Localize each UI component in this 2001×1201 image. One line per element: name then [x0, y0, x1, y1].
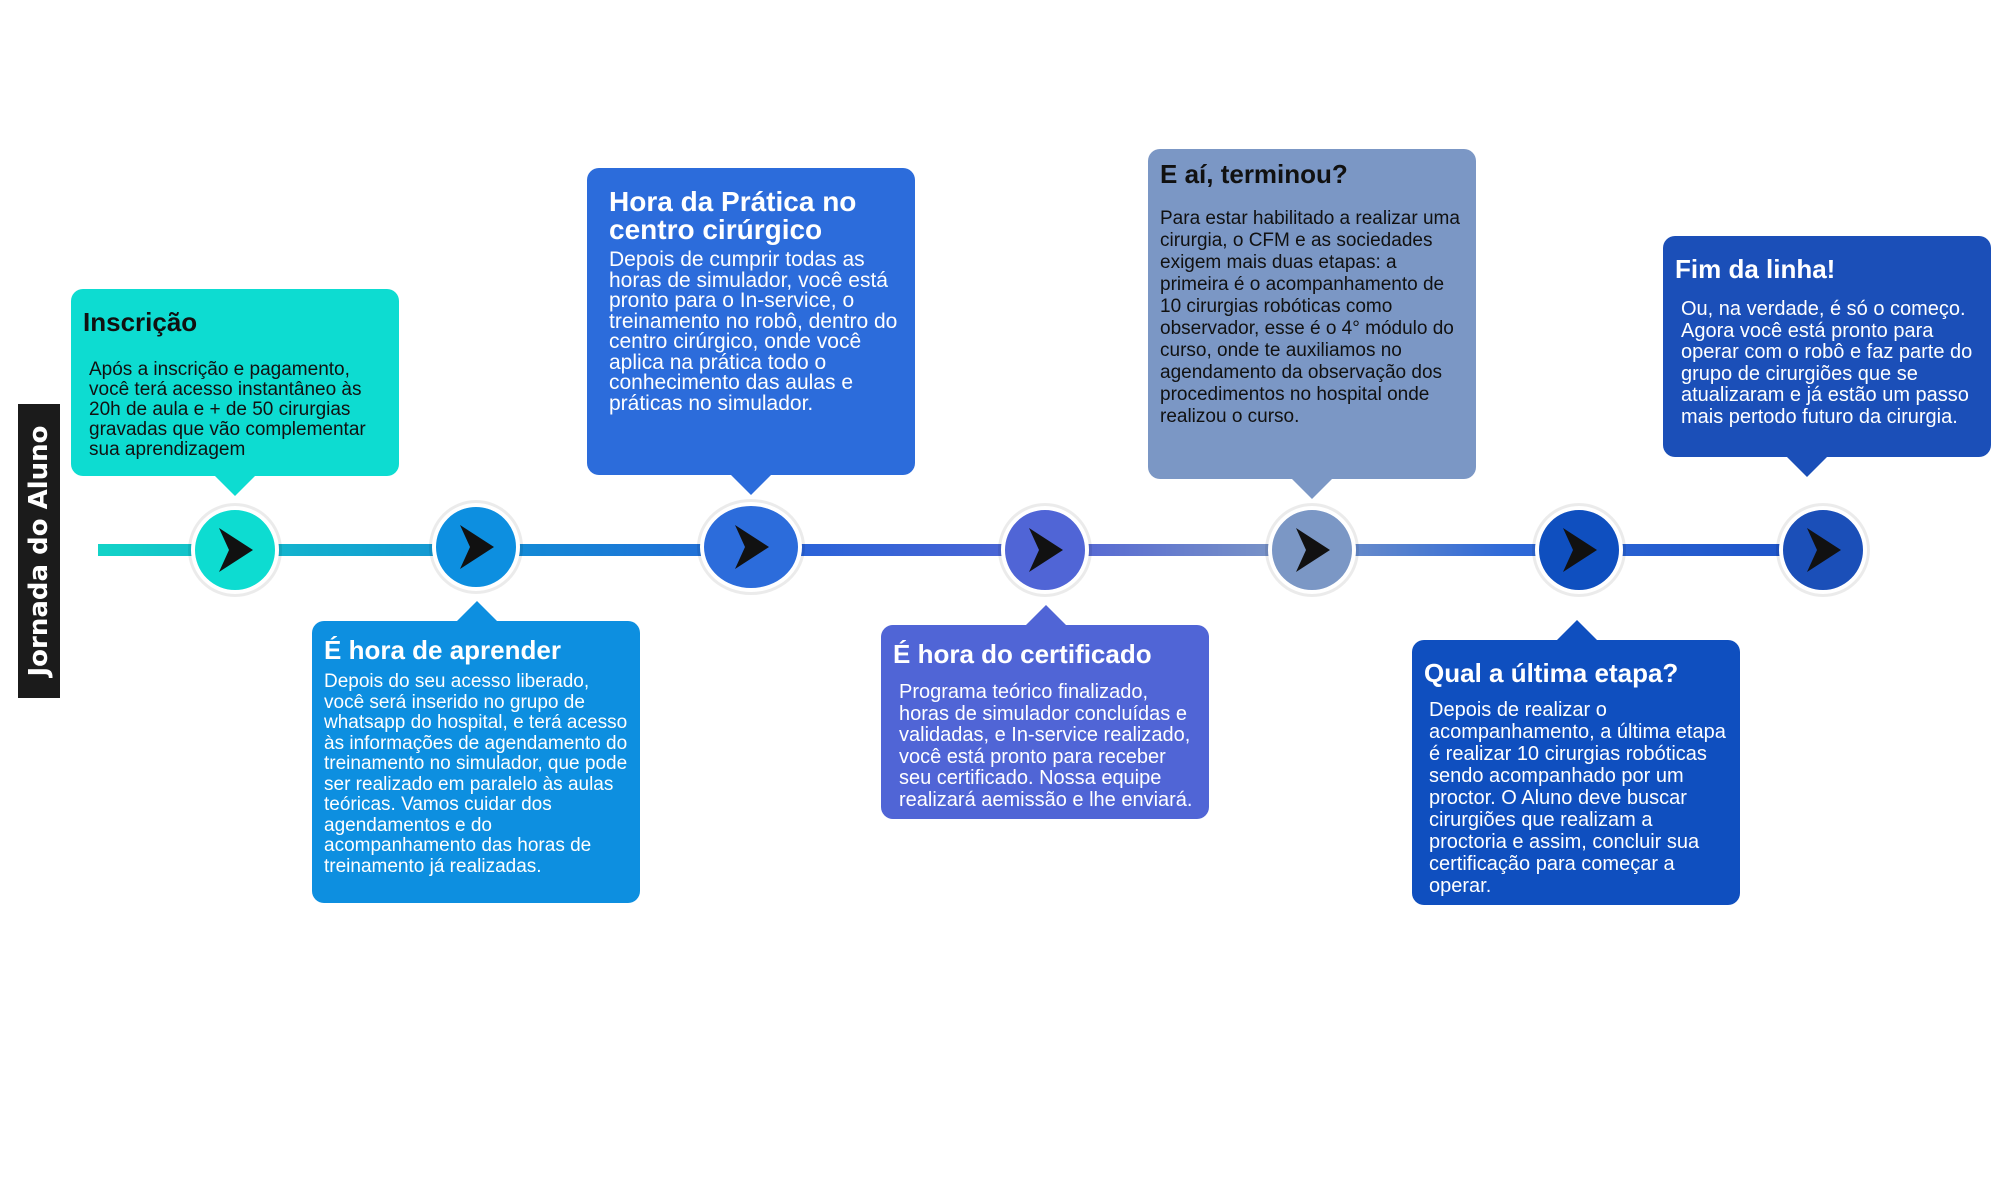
- side-label-box: Jornada do Aluno: [18, 404, 60, 698]
- step-node-3[interactable]: [700, 502, 802, 592]
- step-title: Inscrição: [83, 307, 198, 337]
- step-text: Após a inscrição e pagamento, você terá …: [89, 359, 366, 460]
- step-card-certificado: É hora do certificado Programa teórico f…: [881, 605, 1209, 819]
- step-node-5[interactable]: [1268, 506, 1356, 594]
- step-card-ultima-etapa: Qual a última etapa? Depois de realizar …: [1412, 620, 1740, 905]
- step-node-7[interactable]: [1779, 506, 1867, 594]
- step-text: Programa teórico finalizado, horas de si…: [899, 681, 1193, 811]
- side-label-text: Jornada do Aluno: [24, 425, 54, 677]
- play-arrow-icon: [1029, 528, 1063, 572]
- step-card-aprender: É hora de aprender Depois do seu acesso …: [312, 601, 640, 903]
- step-title: É hora do certificado: [893, 639, 1152, 669]
- step-node-2[interactable]: [432, 503, 520, 591]
- timeline-line: [98, 544, 1858, 556]
- step-card-terminou: E aí, terminou? Para estar habilitado a …: [1148, 149, 1476, 499]
- step-node-6[interactable]: [1535, 506, 1623, 594]
- step-card-inscricao: Inscrição Após a inscrição e pagamento, …: [71, 289, 399, 496]
- play-arrow-icon: [1296, 528, 1330, 572]
- play-arrow-icon: [1563, 528, 1597, 572]
- play-arrow-icon: [1807, 528, 1841, 572]
- step-node-4[interactable]: [1001, 506, 1089, 594]
- step-title: E aí, terminou?: [1160, 159, 1348, 189]
- step-text: Para estar habilitado a realizar uma cir…: [1160, 208, 1460, 427]
- play-arrow-icon: [735, 525, 769, 569]
- step-text: Ou, na verdade, é só o começo. Agora voc…: [1681, 298, 1973, 428]
- step-text: Depois do seu acesso liberado, você será…: [324, 671, 628, 877]
- play-arrow-icon: [460, 525, 494, 569]
- step-title: Hora da Prática no centro cirúrgico: [609, 186, 857, 245]
- step-card-pratica: Hora da Prática no centro cirúrgico Depo…: [587, 168, 915, 495]
- step-card-fim: Fim da linha! Ou, na verdade, é só o com…: [1663, 236, 1991, 477]
- step-title: Qual a última etapa?: [1424, 658, 1679, 688]
- step-title: É hora de aprender: [324, 635, 561, 665]
- step-node-1[interactable]: [191, 506, 279, 594]
- step-title: Fim da linha!: [1675, 254, 1836, 284]
- step-text: Depois de realizar o acompanhamento, a ú…: [1429, 699, 1726, 897]
- play-arrow-icon: [219, 528, 253, 572]
- step-text: Depois de cumprir todas as horas de simu…: [609, 248, 898, 415]
